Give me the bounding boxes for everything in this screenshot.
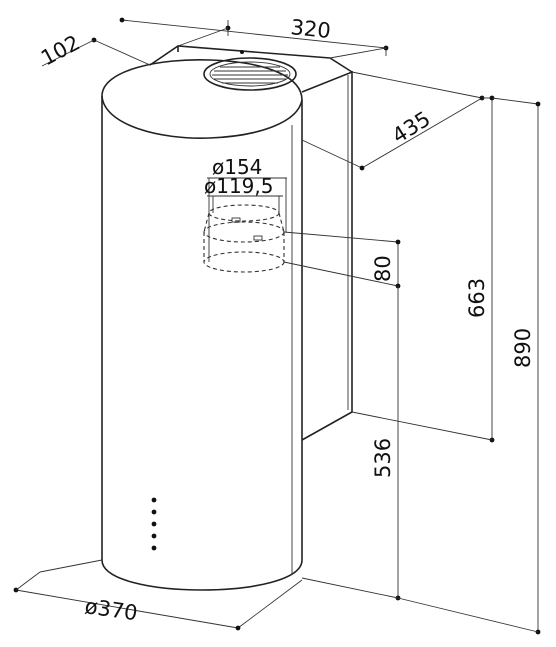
dim-duct-diameters: [207, 177, 287, 262]
label-320: 320: [289, 15, 331, 43]
hood-body: [101, 45, 353, 591]
label-102: 102: [37, 30, 84, 70]
label-890: 890: [511, 328, 535, 368]
label-80: 80: [371, 255, 395, 282]
dim-435: [301, 71, 485, 171]
label-inner-duct-diameter: ø119,5: [204, 174, 274, 198]
dim-663: [351, 95, 495, 443]
dim-890: [397, 97, 541, 635]
duct-connector: [203, 204, 285, 273]
vent-grille: [203, 50, 297, 91]
label-370: ø370: [83, 594, 139, 625]
dim-102: [41, 37, 151, 67]
label-663: 663: [465, 278, 489, 318]
label-435: 435: [388, 107, 435, 149]
dim-370: [13, 559, 303, 631]
dim-320: [119, 17, 389, 59]
label-outer-duct-diameter: ø154: [212, 155, 262, 179]
dim-80: [283, 231, 401, 289]
label-536: 536: [371, 438, 395, 478]
control-buttons: [151, 497, 157, 551]
